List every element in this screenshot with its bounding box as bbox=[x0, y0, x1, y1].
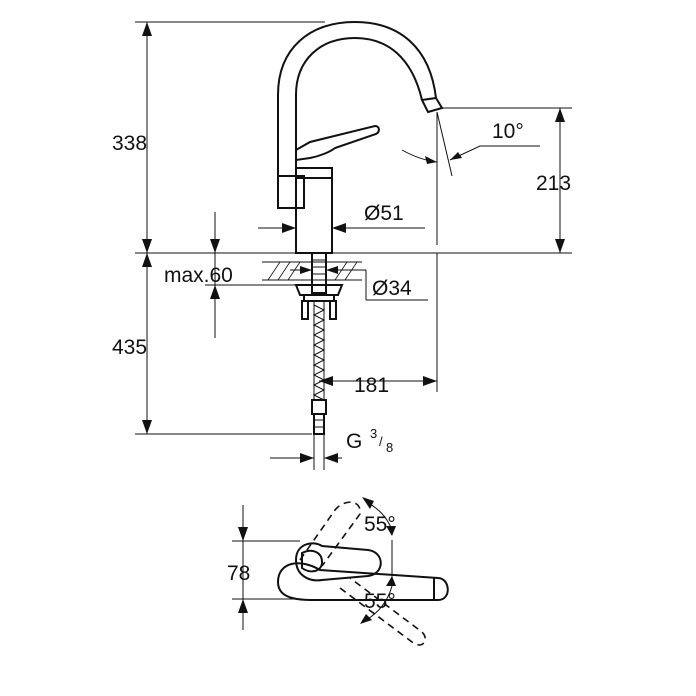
label-fraction-slash: / bbox=[379, 434, 383, 449]
fixing-shank bbox=[294, 252, 344, 320]
label-diameter-34: Ø34 bbox=[372, 277, 412, 300]
label-fraction-numerator: 3 bbox=[370, 426, 377, 441]
label-10-degrees: 10° bbox=[492, 120, 524, 143]
label-435: 435 bbox=[112, 336, 147, 359]
label-181: 181 bbox=[354, 374, 389, 397]
top-view: 78 55° 55° bbox=[227, 497, 449, 646]
side-lever bbox=[295, 124, 380, 162]
lever-up-position bbox=[299, 501, 361, 567]
dim-hole-diameter: Ø34 bbox=[290, 266, 428, 301]
dim-lever-height: 78 bbox=[227, 505, 300, 630]
lever-top-view bbox=[294, 542, 382, 582]
label-78: 78 bbox=[227, 562, 250, 585]
dim-connection: G 3 / 8 bbox=[270, 426, 393, 470]
label-338: 338 bbox=[112, 132, 147, 155]
label-55-degrees-up: 55° bbox=[364, 513, 396, 536]
label-fraction-denominator: 8 bbox=[386, 440, 393, 455]
aerator bbox=[420, 96, 444, 114]
dim-outlet-height: 213 bbox=[442, 107, 572, 253]
dim-body-diameter: Ø51 bbox=[258, 202, 425, 233]
dim-lever-angle-down: 55° bbox=[360, 540, 396, 624]
label-thread-g: G bbox=[346, 430, 362, 453]
label-55-degrees-down: 55° bbox=[364, 590, 396, 613]
label-213: 213 bbox=[536, 172, 571, 195]
lever-down-position bbox=[339, 577, 427, 646]
dim-height-below: 435 bbox=[112, 253, 312, 435]
gooseneck-spout bbox=[277, 20, 437, 178]
dim-height-above: 338 bbox=[112, 21, 325, 253]
dim-spout-angle: 10° bbox=[401, 111, 540, 245]
supply-hose bbox=[311, 300, 327, 435]
dim-lever-angle-up: 55° bbox=[362, 497, 396, 536]
side-view: 338 435 213 10° bbox=[112, 20, 572, 470]
faucet-body bbox=[277, 20, 444, 254]
label-max-60: max.60 bbox=[164, 264, 233, 287]
dim-max-deck: max.60 bbox=[164, 212, 300, 338]
label-diameter-51: Ø51 bbox=[364, 202, 404, 225]
dim-spout-reach: 181 bbox=[319, 253, 438, 397]
spout-top-view bbox=[276, 562, 449, 601]
